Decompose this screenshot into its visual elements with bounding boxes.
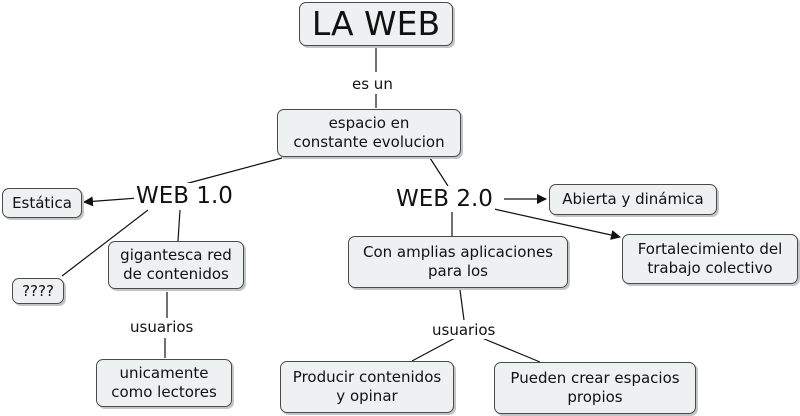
link-web10-unknown [61,209,149,277]
root-node: LA WEB [299,2,453,46]
gigantesca-node: gigantesca red de contenidos [108,241,244,289]
link-usuarios-espacios [481,337,541,363]
link-label-usuarios-left: usuarios [128,318,196,336]
unknown-node: ???? [12,278,64,304]
link-espacio-web20 [429,157,449,187]
web20-label: WEB 2.0 [394,186,495,212]
link-label-es-un: es un [350,75,395,93]
aplicaciones-node: Con amplias aplicaciones para los [348,236,568,288]
espacios-node: Pueden crear espacios propios [494,362,696,414]
link-web10-estatica [83,196,139,207]
abierta-node: Abierta y dinámica [549,184,717,215]
espacio-node: espacio en constante evolucion [277,109,461,157]
web10-label: WEB 1.0 [134,183,235,209]
fortalecimiento-node: Fortalecimiento del trabajo colectivo [622,234,798,284]
link-label-usuarios-right: usuarios [430,321,498,339]
lectores-node: unicamente como lectores [96,359,232,407]
link-usuarios-producir [411,337,456,362]
link-web20-fortalecimiento [493,208,621,240]
link-espacio-web10 [184,157,283,185]
link-web10-gigantesca [177,209,181,242]
estatica-node: Estática [2,188,82,218]
producir-node: Producir contenidos y opinar [280,361,454,413]
link-aplicaciones-usuarios [459,289,465,321]
